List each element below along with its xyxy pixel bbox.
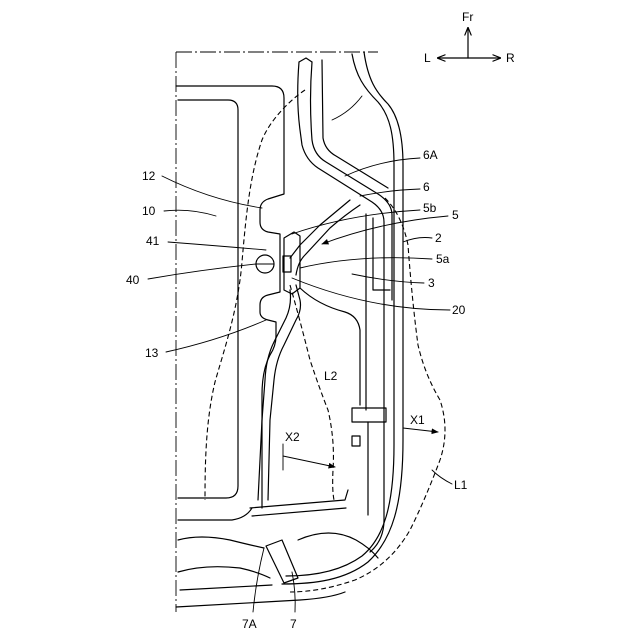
label-7A: 7A: [242, 617, 257, 631]
label-12: 12: [142, 169, 156, 183]
label-20: 20: [452, 303, 466, 317]
right-label: R: [506, 51, 515, 65]
leader-3: [352, 274, 424, 283]
label-X1: X1: [410, 413, 425, 427]
bracket-5a: [284, 232, 300, 294]
label-3: 3: [428, 276, 435, 290]
line-L1: [290, 198, 445, 592]
label-6: 6: [423, 180, 430, 194]
dimension-X2-arrow: [283, 456, 335, 467]
front-label: Fr: [462, 10, 473, 24]
part-7A-line-a: [178, 537, 264, 548]
orientation-indicator: Fr L R: [424, 10, 515, 65]
label-X2: X2: [285, 430, 300, 444]
label-10: 10: [142, 204, 156, 218]
upper-arc: [332, 96, 362, 120]
label-L1: L1: [454, 478, 468, 492]
inner-panel-2: [286, 54, 394, 576]
flange-curve: [298, 533, 378, 558]
leader-13: [166, 320, 266, 352]
seat-inner-outline: [178, 100, 238, 498]
label-13: 13: [145, 346, 159, 360]
panel-3-tab: [352, 436, 360, 446]
seat-structure: [176, 86, 305, 520]
part-7A-line-c: [180, 585, 272, 590]
seat-lower-outline: [178, 508, 252, 520]
leader-lines: [148, 158, 452, 612]
leader-6A: [345, 158, 420, 176]
leader-10: [164, 210, 216, 216]
panel-3-bracket: [352, 408, 386, 422]
member-5-flange: [300, 288, 360, 405]
reference-labels: 6A 12 6 5b 5 10 2 41 5a 40 3 20 13 L2 X1…: [126, 148, 468, 631]
label-2: 2: [435, 231, 442, 245]
member-6: [322, 60, 388, 188]
member-5-lower-a: [268, 285, 301, 500]
label-5: 5: [452, 208, 459, 222]
label-6A: 6A: [423, 148, 438, 162]
member-cap: [299, 58, 312, 62]
floor-structure: [176, 490, 378, 607]
line-L2: [290, 285, 334, 500]
seat-outer-outline: [176, 86, 284, 508]
label-7: 7: [290, 617, 297, 631]
leader-6: [360, 189, 420, 196]
leader-12: [162, 176, 262, 208]
label-40: 40: [126, 273, 140, 287]
label-5a: 5a: [436, 252, 450, 266]
dimension-X1-arrow: [403, 428, 438, 432]
leader-40: [148, 264, 256, 279]
member-6A-outer: [298, 62, 384, 552]
label-41: 41: [146, 234, 160, 248]
part-7A-line-b: [178, 567, 270, 578]
leader-41: [168, 242, 266, 250]
left-label: L: [424, 51, 431, 65]
label-L2: L2: [324, 369, 338, 383]
member-5-upper-b: [290, 200, 350, 258]
label-5b: 5b: [423, 201, 437, 215]
leader-L1: [432, 470, 452, 484]
bottom-line: [176, 592, 345, 607]
leader-20: [292, 278, 450, 310]
floor-flange-b: [252, 508, 346, 516]
